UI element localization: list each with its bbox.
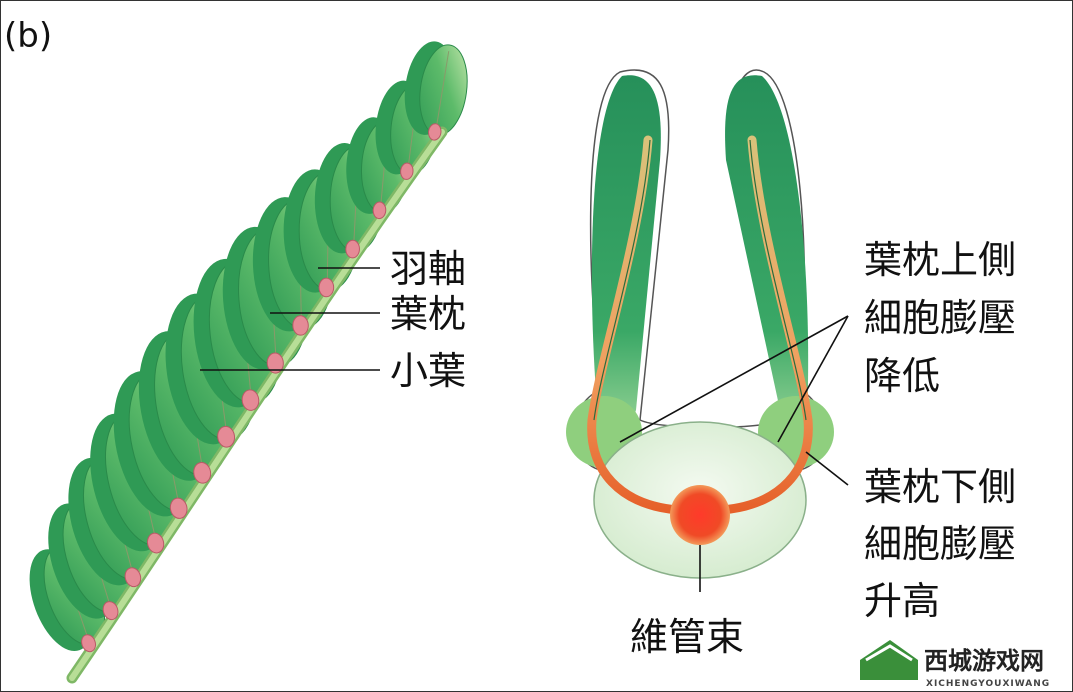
- vein-left: [593, 139, 651, 421]
- lower-leader: [805, 451, 849, 486]
- pulvinus: [102, 601, 119, 621]
- pulvinus: [124, 567, 142, 588]
- vascular-bundle-label: 維管束: [630, 615, 744, 659]
- vascular-strand-left: [587, 135, 683, 515]
- upper-label-line3: 降低: [864, 354, 940, 398]
- pulvinus: [318, 277, 335, 298]
- lower-label-line2: 細胞膨壓: [864, 522, 1016, 566]
- pulvinus: [217, 425, 236, 448]
- pulvinus: [81, 634, 97, 653]
- panel-label: (b): [4, 16, 52, 56]
- watermark: 西城游戏网 XICHENGYOUXIWANG: [860, 640, 1050, 689]
- watermark-logo-roof: [865, 644, 913, 662]
- pulvinus: [428, 123, 442, 141]
- upper-leader-b: [777, 315, 849, 443]
- compound-leaf: [29, 41, 468, 684]
- vein-right: [749, 139, 807, 421]
- vascular-bundle-core: [670, 485, 730, 545]
- pulvinus: [345, 239, 360, 259]
- pulvinus-cross-section: [566, 69, 834, 579]
- pulvinus: [372, 201, 387, 220]
- lower-label-line3: 升高: [864, 579, 940, 623]
- leaflet-label: 小葉: [390, 349, 466, 393]
- pulvinus-label: 葉枕: [390, 292, 466, 336]
- pulvinus: [292, 315, 309, 336]
- pulvinus: [169, 497, 188, 519]
- pulvinus: [400, 162, 414, 180]
- rachis-label: 羽軸: [390, 247, 466, 291]
- watermark-logo: [860, 640, 918, 680]
- upper-label-line1: 葉枕上側: [864, 238, 1016, 282]
- leaflet: [404, 41, 468, 136]
- right-lobe: [725, 75, 809, 441]
- pulvinus: [193, 461, 212, 484]
- pulvinus: [146, 532, 165, 554]
- leaflet-midrib: [436, 51, 450, 127]
- watermark-title: 西城游戏网: [924, 647, 1044, 675]
- watermark-subtitle: XICHENGYOUXIWANG: [926, 679, 1050, 689]
- upper-leader-a: [619, 315, 849, 443]
- upper-label-line2: 細胞膨壓: [864, 296, 1016, 340]
- leaflets: [29, 41, 468, 652]
- pulvinus: [241, 389, 260, 411]
- pulvini: [81, 123, 442, 653]
- lower-label-line1: 葉枕下側: [864, 465, 1016, 509]
- vascular-strand-right: [717, 135, 813, 515]
- pulvinus: [266, 352, 284, 374]
